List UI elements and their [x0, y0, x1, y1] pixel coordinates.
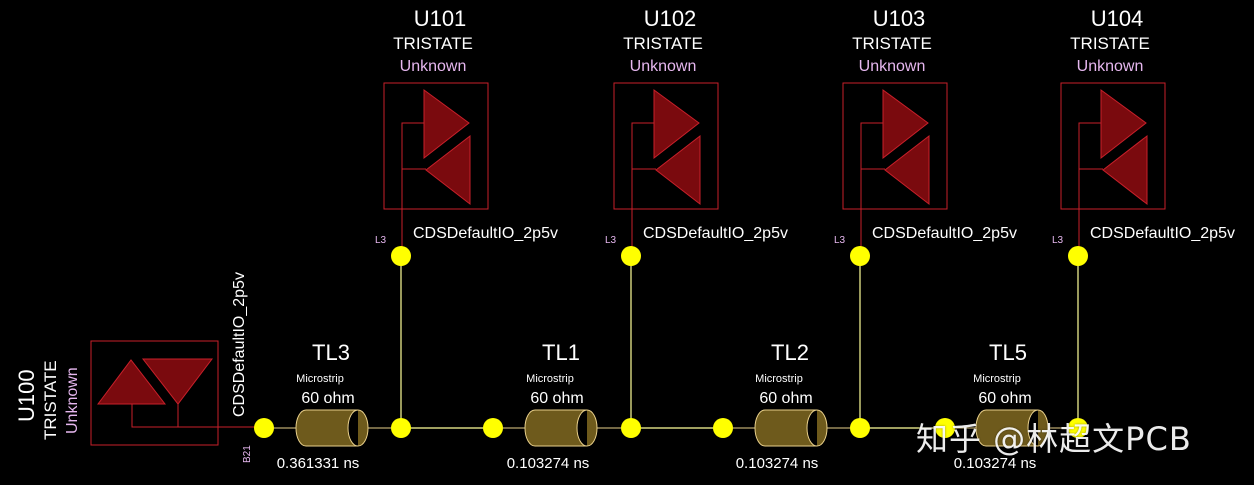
- receiver-pin: L3: [1052, 235, 1064, 246]
- receiver-refdes: U103: [872, 6, 926, 31]
- driver-model: TRISTATE: [41, 360, 60, 440]
- receiver-refdes: U102: [643, 6, 697, 31]
- watermark: 知乎 @林超文PCB: [916, 420, 1192, 458]
- receiver-state: Unknown: [858, 58, 926, 75]
- tline-impedance: 60 ohm: [978, 390, 1032, 407]
- tline-tl3-icon[interactable]: [295, 409, 369, 447]
- node[interactable]: [935, 418, 955, 438]
- receiver-refdes: U104: [1090, 6, 1144, 31]
- net-lines: [400, 255, 1079, 429]
- tline-impedance: 60 ohm: [530, 390, 584, 407]
- receiver-u101-symbol[interactable]: [383, 82, 489, 255]
- node-u103-l3[interactable]: [850, 246, 870, 266]
- input-buffer-icon: [1102, 134, 1148, 206]
- tline-type: Microstrip: [526, 373, 574, 385]
- tline-type: Microstrip: [755, 373, 803, 385]
- nodes: [254, 246, 1088, 438]
- tline-tl5-icon[interactable]: [975, 409, 1049, 447]
- receiver-pin: L3: [605, 235, 617, 246]
- tline-delay: 0.361331 ns: [276, 455, 360, 472]
- receiver-state: Unknown: [1076, 58, 1144, 75]
- tline-delay: 0.103274 ns: [506, 455, 590, 472]
- node[interactable]: [391, 418, 411, 438]
- tline-type: Microstrip: [973, 373, 1021, 385]
- tline-name: TL1: [542, 340, 580, 365]
- output-buffer-icon: [1100, 89, 1147, 160]
- output-buffer-icon: [882, 89, 929, 160]
- receiver-u102-symbol[interactable]: [613, 82, 719, 255]
- output-buffer-icon: [423, 89, 470, 160]
- input-buffer-icon: [884, 134, 930, 206]
- node[interactable]: [1068, 418, 1088, 438]
- driver-io-model: CDSDefaultIO_2p5v: [231, 272, 248, 417]
- node[interactable]: [483, 418, 503, 438]
- node-b21[interactable]: [254, 418, 274, 438]
- receiver-io-model: CDSDefaultIO_2p5v: [1090, 225, 1235, 242]
- node[interactable]: [621, 418, 641, 438]
- node-u104-l3[interactable]: [1068, 246, 1088, 266]
- receiver-model: TRISTATE: [1070, 34, 1150, 53]
- receiver-pin: L3: [834, 235, 846, 246]
- receiver-io-model: CDSDefaultIO_2p5v: [872, 225, 1017, 242]
- input-buffer-icon: [141, 358, 214, 405]
- receiver-io-model: CDSDefaultIO_2p5v: [643, 225, 788, 242]
- receiver-io-model: CDSDefaultIO_2p5v: [413, 225, 558, 242]
- driver-state: Unknown: [64, 367, 81, 434]
- receiver-pin: L3: [375, 235, 387, 246]
- input-buffer-icon: [655, 134, 701, 206]
- tline-delay: 0.103274 ns: [953, 455, 1037, 472]
- output-buffer-icon: [653, 89, 700, 160]
- receiver-model: TRISTATE: [623, 34, 703, 53]
- tline-name: TL5: [989, 340, 1027, 365]
- tline-tl2-icon[interactable]: [754, 409, 828, 447]
- node-u101-l3[interactable]: [391, 246, 411, 266]
- receiver-state: Unknown: [629, 58, 697, 75]
- receiver-model: TRISTATE: [852, 34, 932, 53]
- receiver-u103-symbol[interactable]: [842, 82, 948, 255]
- tline-name: TL3: [312, 340, 350, 365]
- tline-type: Microstrip: [296, 373, 344, 385]
- node-u102-l3[interactable]: [621, 246, 641, 266]
- receiver-model: TRISTATE: [393, 34, 473, 53]
- tline-impedance: 60 ohm: [301, 390, 355, 407]
- tline-name: TL2: [771, 340, 809, 365]
- driver-pin: B21: [242, 445, 253, 463]
- driver-refdes: U100: [14, 369, 39, 422]
- tline-delay: 0.103274 ns: [735, 455, 819, 472]
- node[interactable]: [713, 418, 733, 438]
- node[interactable]: [850, 418, 870, 438]
- driver-u100-symbol[interactable]: [90, 340, 264, 446]
- tline-tl1-icon[interactable]: [524, 409, 598, 447]
- receiver-u104-symbol[interactable]: [1060, 82, 1166, 255]
- receiver-refdes: U101: [413, 6, 467, 31]
- input-buffer-icon: [425, 134, 471, 206]
- tline-impedance: 60 ohm: [759, 390, 813, 407]
- receiver-state: Unknown: [399, 58, 467, 75]
